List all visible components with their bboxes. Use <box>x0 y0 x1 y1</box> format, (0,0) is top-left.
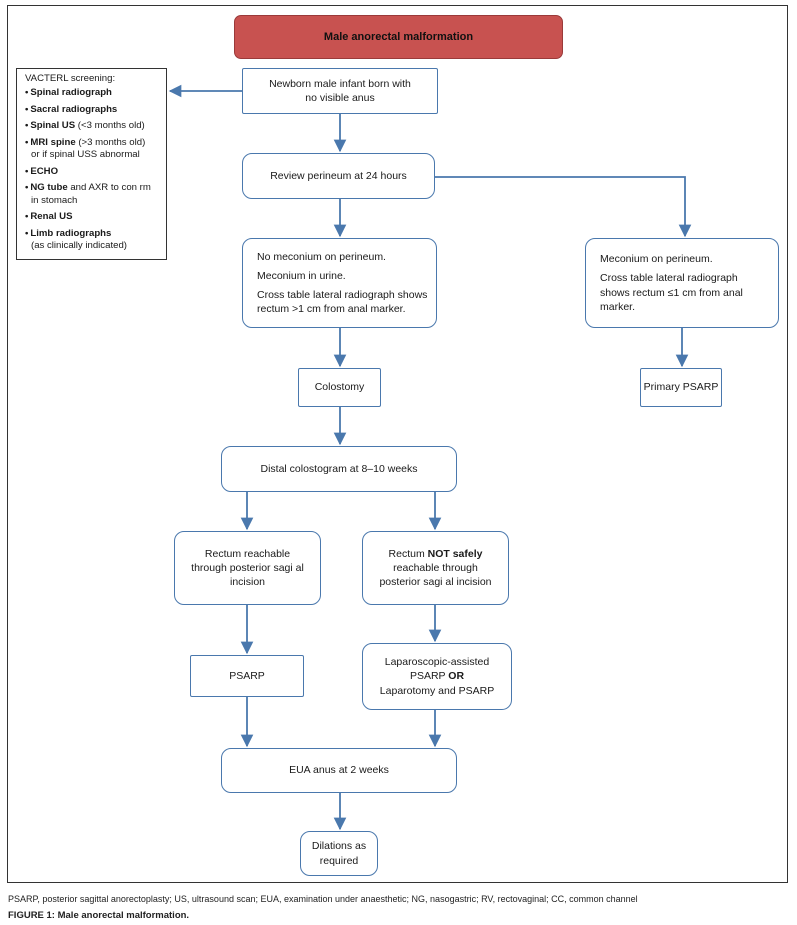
node-colostomy: Colostomy <box>298 368 381 407</box>
node-dilations: Dilations as required <box>300 831 378 876</box>
node-laparoscopic-assisted: Laparoscopic-assisted PSARP OR Laparotom… <box>362 643 512 710</box>
node-no-meconium: No meconium on perineum. Meconium in uri… <box>242 238 437 328</box>
node-newborn: Newborn male infant born with no visible… <box>242 68 438 114</box>
vacterl-item: Limb radiographs(as clinically indicated… <box>25 228 158 253</box>
arrow-review-to-meconium <box>435 176 692 238</box>
vacterl-item: Renal US <box>25 211 158 223</box>
vacterl-screening-box: VACTERL screening: Spinal radiograph Sac… <box>16 68 167 260</box>
vacterl-item: Sacral radiographs <box>25 104 158 116</box>
node-eua-anus: EUA anus at 2 weeks <box>221 748 457 793</box>
node-rectum-not-safely-reachable: Rectum NOT safely reachable through post… <box>362 531 509 605</box>
abbreviations-note: PSARP, posterior sagittal anorectoplasty… <box>8 894 638 904</box>
node-primary-psarp: Primary PSARP <box>640 368 722 407</box>
node-meconium-on-perineum: Meconium on perineum. Cross table latera… <box>585 238 779 328</box>
node-distal-colostogram: Distal colostogram at 8–10 weeks <box>221 446 457 492</box>
diagram-frame <box>7 5 788 883</box>
node-psarp: PSARP <box>190 655 304 697</box>
figure-caption: FIGURE 1: Male anorectal malformation. <box>8 910 190 921</box>
vacterl-item: Spinal US (<3 months old) <box>25 120 158 132</box>
node-rectum-reachable: Rectum reachable through posterior sagi … <box>174 531 321 605</box>
vacterl-item: MRI spine (>3 months old)or if spinal US… <box>25 137 158 162</box>
node-review-perineum: Review perineum at 24 hours <box>242 153 435 199</box>
vacterl-heading: VACTERL screening: <box>25 73 116 84</box>
diagram-title: Male anorectal malformation <box>234 15 563 59</box>
vacterl-item: Spinal radiograph <box>25 87 158 99</box>
vacterl-item: ECHO <box>25 166 158 178</box>
